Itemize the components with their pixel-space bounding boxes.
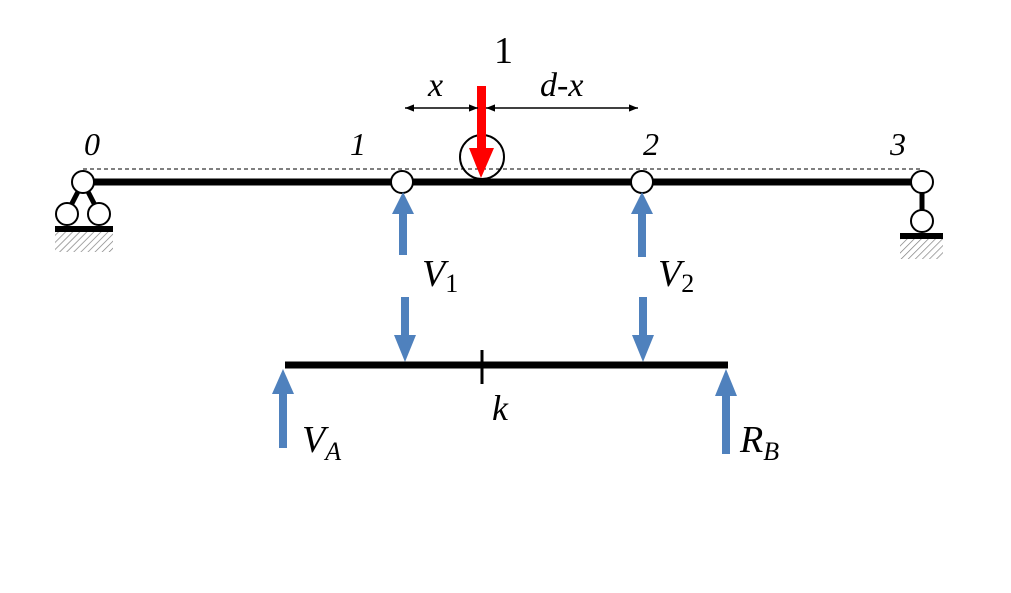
right-roller-support: [900, 192, 943, 259]
va-label: VA: [302, 419, 341, 466]
va-reaction-arrow: [272, 369, 294, 448]
rb-reaction-arrow: [715, 369, 737, 454]
v2-label: V2: [658, 253, 694, 298]
node-label-2: 2: [643, 126, 659, 162]
unit-load-arrow: [469, 86, 494, 178]
node-label-1: 1: [350, 126, 366, 162]
node-label-3: 3: [889, 126, 906, 162]
v1-downward-arrow: [394, 297, 416, 362]
v2-upward-arrow: [631, 192, 653, 257]
dimension-x-label: x: [427, 67, 443, 104]
node-label-0: 0: [84, 126, 100, 162]
v2-downward-arrow: [632, 297, 654, 362]
rb-label: RB: [739, 419, 779, 466]
section-k-label: k: [492, 388, 509, 428]
v1-label: V1: [422, 253, 458, 298]
joint-node-3: [910, 170, 934, 194]
load-label: 1: [494, 30, 513, 72]
v1-upward-arrow: [392, 192, 414, 255]
hinge-node-1: [390, 170, 414, 194]
hinge-node-2: [630, 170, 654, 194]
joint-node-0: [71, 170, 95, 194]
dimension-d-minus-x-label: d-x: [540, 67, 583, 104]
